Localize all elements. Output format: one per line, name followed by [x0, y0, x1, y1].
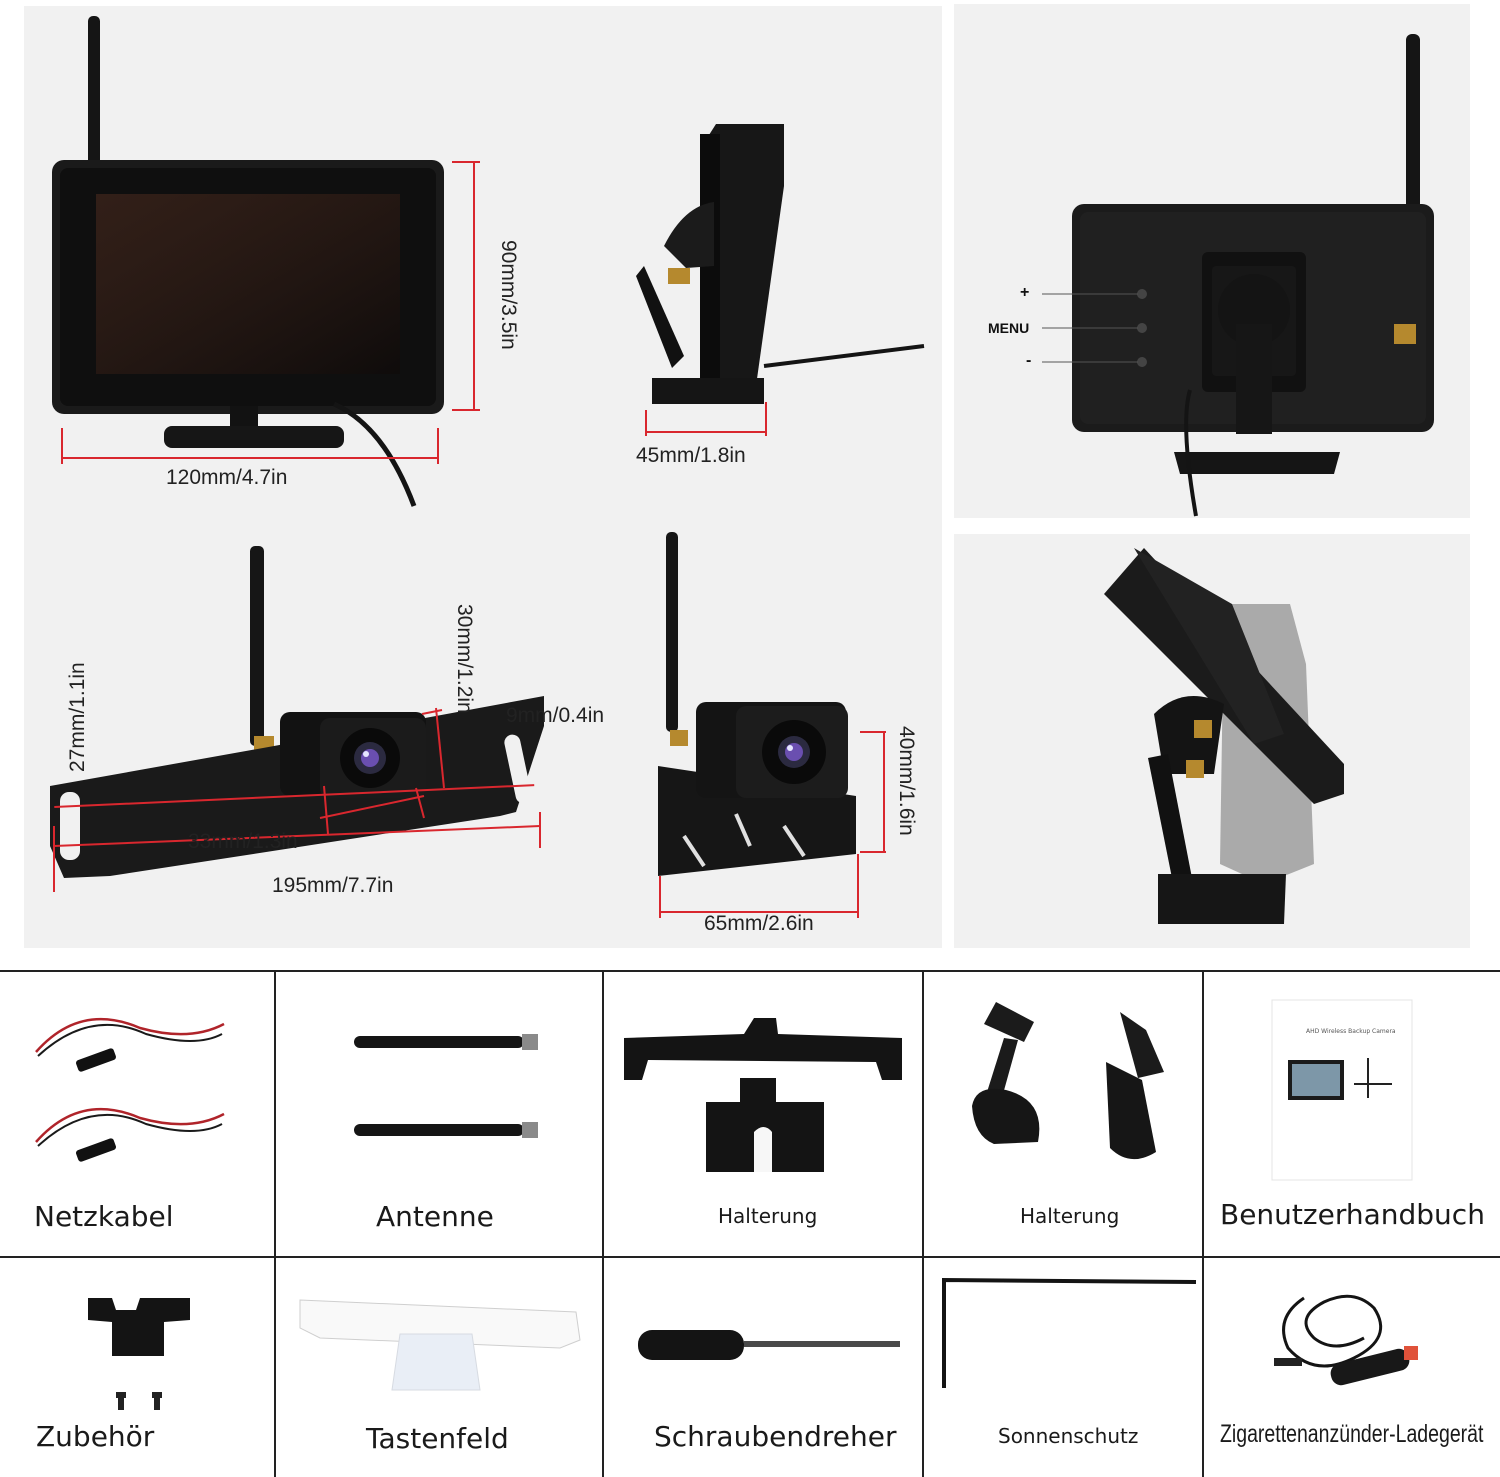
accessories-grid: Netzkabel Antenne Halterung Halterung	[0, 970, 1500, 1477]
monitor-side	[636, 124, 925, 404]
plus-button-label: +	[1020, 284, 1030, 301]
accessory-screwdriver: Schraubendreher	[604, 1258, 922, 1477]
label-car-charger: Zigarettenanzünder-Ladegerät	[1220, 1420, 1484, 1448]
camera-long-bracket-dimensions	[53, 707, 541, 892]
dimension-panel: 120mm/4.7in 90mm/3.5in 45mm/1.8in 27mm/1…	[24, 6, 942, 948]
dimension-illustration	[50, 16, 925, 918]
camera-width-label: 33mm/1.3in	[188, 830, 298, 853]
menu-button-label: MENU	[988, 320, 1030, 336]
label-bracket-monitor: Halterung	[1020, 1204, 1120, 1228]
label-accessories: Zubehör	[36, 1420, 155, 1453]
label-sunshade: Sonnenschutz	[998, 1424, 1139, 1448]
plate-height-label: 40mm/1.6in	[895, 726, 918, 836]
grid-line-middle	[0, 1256, 1500, 1258]
accessories-image	[88, 1298, 190, 1410]
keypad-image	[299, 1299, 581, 1391]
monitor-depth-label: 45mm/1.8in	[636, 444, 746, 467]
label-bracket-camera: Halterung	[718, 1204, 818, 1228]
accessory-power-cable: Netzkabel	[0, 972, 274, 1256]
manual-image	[1271, 999, 1413, 1181]
bracket-width-label: 195mm/7.7in	[272, 874, 394, 897]
bracket-thickness-label: 9mm/0.4in	[506, 704, 605, 727]
camera-plate-dimensions	[659, 731, 886, 918]
bracket-height-label: 27mm/1.1in	[66, 662, 89, 772]
label-antenna: Antenne	[376, 1200, 494, 1233]
monitor-back-panel: + MENU -	[954, 4, 1470, 518]
antenna-image	[354, 1034, 538, 1138]
grid-line-2	[602, 970, 604, 1477]
camera-plate	[658, 532, 856, 876]
grid-line-1	[274, 970, 276, 1477]
accessory-bracket-monitor: Halterung	[924, 972, 1202, 1256]
grid-line-top	[0, 970, 1500, 972]
grid-line-4	[1202, 970, 1204, 1477]
label-keypad: Tastenfeld	[366, 1422, 509, 1455]
monitor-back-illustration	[1042, 34, 1434, 517]
power-cable-image	[35, 1017, 225, 1162]
monitor-width-dimension	[61, 428, 439, 464]
camera-height-label: 30mm/1.2in	[453, 604, 476, 714]
monitor-bracket-image	[972, 1002, 1164, 1160]
car-charger-image	[1274, 1294, 1418, 1386]
manual-cover-text: AHD Wireless Backup Camera	[1306, 1028, 1396, 1035]
accessory-keypad: Tastenfeld	[276, 1258, 602, 1477]
monitor-height-dimension	[452, 161, 480, 411]
accessory-antenna: Antenne	[276, 972, 602, 1256]
accessory-sunshade: Sonnenschutz	[924, 1258, 1202, 1477]
accessory-bracket-camera: Halterung	[604, 972, 922, 1256]
screwdriver-image	[638, 1330, 900, 1360]
sunshade-image	[942, 1277, 1197, 1388]
monitor-height-label: 90mm/3.5in	[497, 240, 520, 350]
grid-line-3	[922, 970, 924, 1477]
camera-long-bracket	[50, 546, 544, 878]
plate-width-label: 65mm/2.6in	[704, 912, 814, 935]
label-manual: Benutzerhandbuch	[1220, 1198, 1485, 1231]
camera-bracket-image	[624, 1018, 902, 1172]
label-power-cable: Netzkabel	[34, 1200, 174, 1233]
monitor-width-label: 120mm/4.7in	[166, 466, 288, 489]
monitor-tilt-illustration	[1104, 548, 1344, 924]
accessory-car-charger: Zigarettenanzünder-Ladegerät	[1204, 1258, 1500, 1477]
accessory-manual: AHD Wireless Backup Camera Benutzerhandb…	[1204, 972, 1500, 1256]
minus-button-label: -	[1026, 352, 1032, 369]
monitor-tilt-panel	[954, 534, 1470, 948]
accessory-accessories: Zubehör	[0, 1258, 274, 1477]
label-screwdriver: Schraubendreher	[654, 1420, 897, 1453]
monitor-front	[52, 16, 444, 507]
monitor-depth-dimension	[645, 402, 767, 436]
